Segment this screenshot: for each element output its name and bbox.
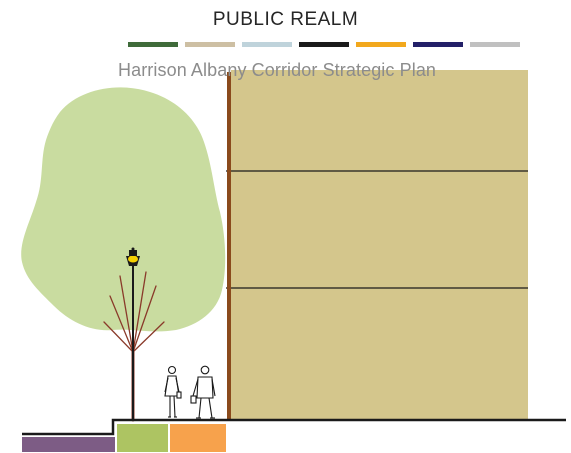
- page-title: PUBLIC REALM: [212, 9, 359, 30]
- pedestrian-woman-icon: [164, 365, 182, 418]
- road-zone-strip: [22, 437, 115, 452]
- swatch-gold: [356, 42, 406, 47]
- sidewalk-zone-strip: [170, 424, 226, 452]
- swatch-dark-green: [128, 42, 178, 47]
- building-facade: [231, 70, 528, 420]
- swatch-black: [299, 42, 349, 47]
- swatch-tan: [185, 42, 235, 47]
- swatch-light-gray: [470, 42, 520, 47]
- building-property-edge: [227, 72, 231, 420]
- ground-curb-line: [22, 418, 566, 436]
- planting-zone-strip: [117, 424, 168, 452]
- swatch-navy: [413, 42, 463, 47]
- street-lamp-icon: [126, 247, 140, 420]
- tree-canopy: [21, 87, 226, 332]
- page-subtitle: Harrison Albany Corridor Strategic Plan: [118, 60, 437, 80]
- swatch-light-blue: [242, 42, 292, 47]
- pedestrian-man-icon: [190, 365, 216, 419]
